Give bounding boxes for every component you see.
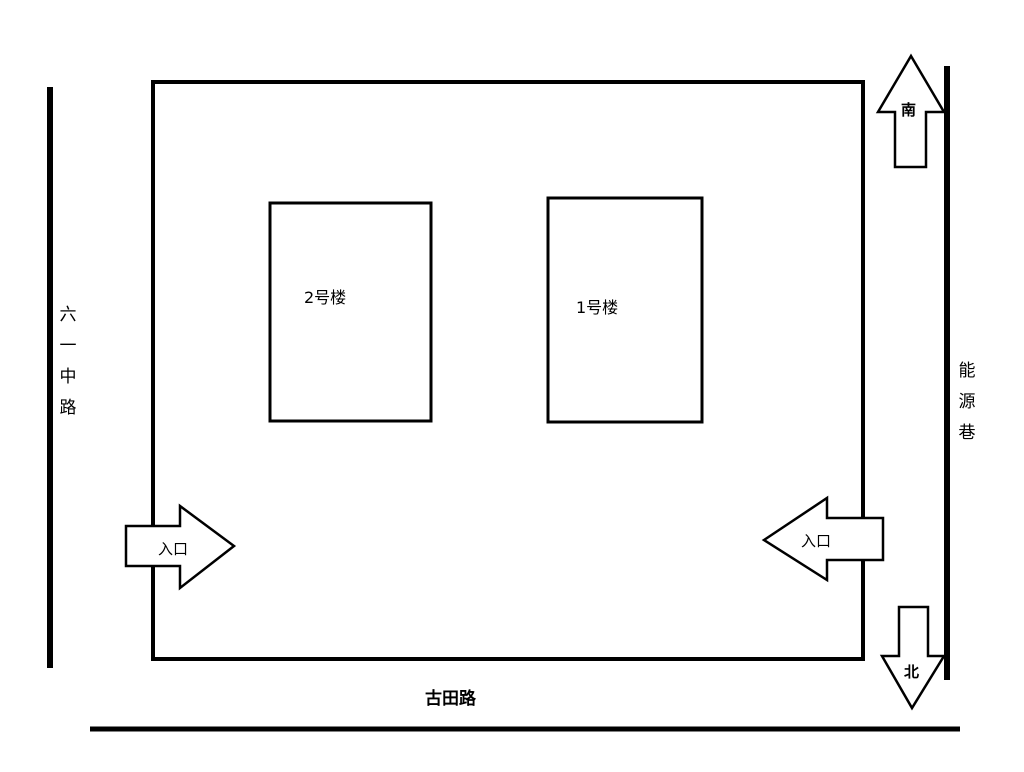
arrow-left-icon [761, 495, 885, 583]
arrow-up-icon [875, 53, 947, 169]
west-entrance: 入口 [124, 503, 237, 591]
east-road-label: 能源巷 [959, 361, 976, 443]
building-1-label: 1号楼 [576, 298, 618, 317]
west-road-label: 六一中路 [60, 305, 77, 418]
building-1 [546, 196, 704, 424]
arrow-down-icon [879, 605, 947, 711]
east-entrance: 入口 [761, 495, 885, 583]
building-2 [268, 201, 433, 423]
west-entrance-label: 入口 [158, 540, 188, 558]
building-2-label: 2号楼 [304, 288, 346, 307]
compass-down: 北 [879, 605, 947, 711]
site-boundary [151, 80, 865, 661]
compass-up-label: 南 [901, 101, 916, 119]
compass-up: 南 [875, 53, 947, 169]
compass-down-label: 北 [904, 663, 919, 681]
south-road-label: 古田路 [425, 688, 477, 709]
east-entrance-label: 入口 [801, 532, 831, 550]
arrow-right-icon [124, 503, 237, 591]
